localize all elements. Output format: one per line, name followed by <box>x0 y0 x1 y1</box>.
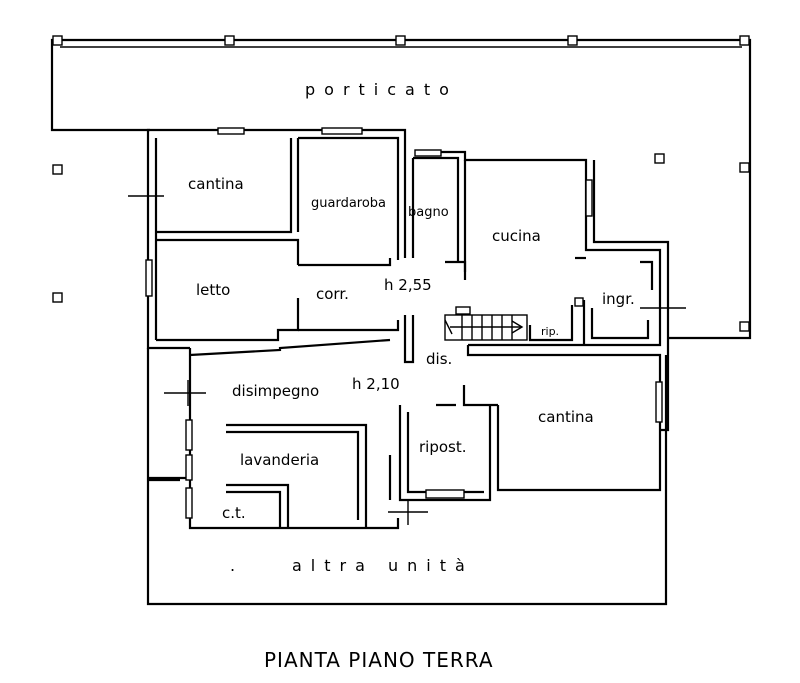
plan-title: PIANTA PIANO TERRA <box>264 648 494 672</box>
label-cucina: cucina <box>492 227 541 245</box>
window-symbols <box>145 127 663 519</box>
staircase <box>444 314 528 341</box>
label-disimpegno: disimpegno <box>232 382 319 400</box>
label-ripost: ripost. <box>419 438 467 456</box>
label-cantina-right: cantina <box>538 408 594 426</box>
label-bagno: bagno <box>408 205 449 220</box>
label-cantina-top: cantina <box>188 175 244 193</box>
label-height-lower: h 2,10 <box>352 375 400 393</box>
altra-unita-outline <box>146 355 668 606</box>
label-rip: rip. <box>541 325 559 338</box>
label-ingr: ingr. <box>602 290 635 308</box>
label-letto: letto <box>196 281 230 299</box>
section-marks <box>128 182 686 525</box>
label-guardaroba: guardaroba <box>311 196 386 211</box>
column-markers <box>52 35 750 332</box>
label-dis: dis. <box>426 350 452 368</box>
label-lavanderia: lavanderia <box>240 451 319 469</box>
label-ct: c.t. <box>222 504 246 522</box>
label-corr: corr. <box>316 285 349 303</box>
label-porticato: porticato <box>305 80 458 99</box>
label-altra-unita: altra unità <box>292 556 474 575</box>
interior-walls <box>156 136 662 528</box>
label-dot: . <box>230 556 244 575</box>
label-height-upper: h 2,55 <box>384 276 432 294</box>
